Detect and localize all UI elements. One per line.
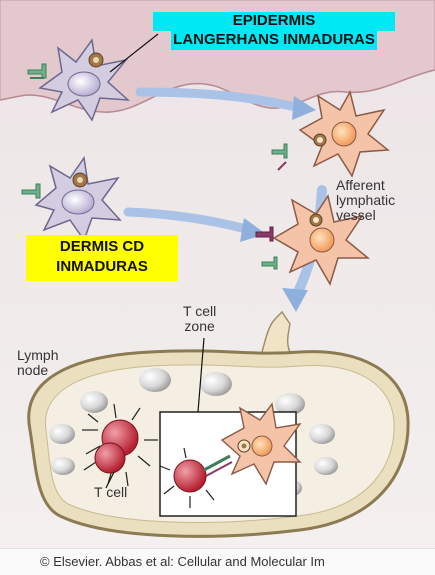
migration-arrow-1-head [292,96,316,120]
mature-dendritic-cell-1 [271,89,390,178]
t-cell-zone-label: T cell zone [183,303,217,334]
dermis-label-line1: DERMIS CD [59,238,145,255]
epidermis-label: EPIDERMIS LANGERHANS INMADURAS [153,12,395,54]
migration-arrow-1 [135,87,305,113]
t-cell-label: T cell [94,484,128,500]
antigen-icon [88,52,104,68]
epidermis-label-line1: EPIDERMIS [232,12,316,29]
dermis-label: DERMIS CD INMADURAS [26,235,178,281]
lymphatic-vessel-arrow-head [282,288,308,312]
lymphatic-channel [261,310,291,353]
mature-dendritic-cell-2 [255,194,371,286]
dermis-label-line2: INMADURAS [56,258,148,275]
immature-langerhans-cell [38,38,131,122]
antigen-presentation-diagram [0,0,435,548]
pointer-t-cell-zone [197,337,205,413]
pointer-t-cell [105,471,115,489]
receptor-icon [27,63,47,79]
copyright-footer: © Elsevier. Abbas et al: Cellular and Mo… [0,548,435,575]
afferent-lymphatic-vessel-label: Afferent lymphatic vessel [336,177,396,223]
migration-arrow-2 [123,207,255,235]
inset-t-cell [159,447,233,508]
dermal-antigen-icon [72,172,88,188]
t-cell-cluster [82,403,158,487]
dermal-receptor-icon [21,183,41,199]
lymph-node-label: Lymph node [17,347,59,378]
epidermis-label-line2: LANGERHANS INMADURAS [171,30,377,50]
inset-dendritic-cell [220,402,302,486]
immature-dermal-dendritic-cell [34,156,122,242]
pointer-epidermis [109,33,159,73]
